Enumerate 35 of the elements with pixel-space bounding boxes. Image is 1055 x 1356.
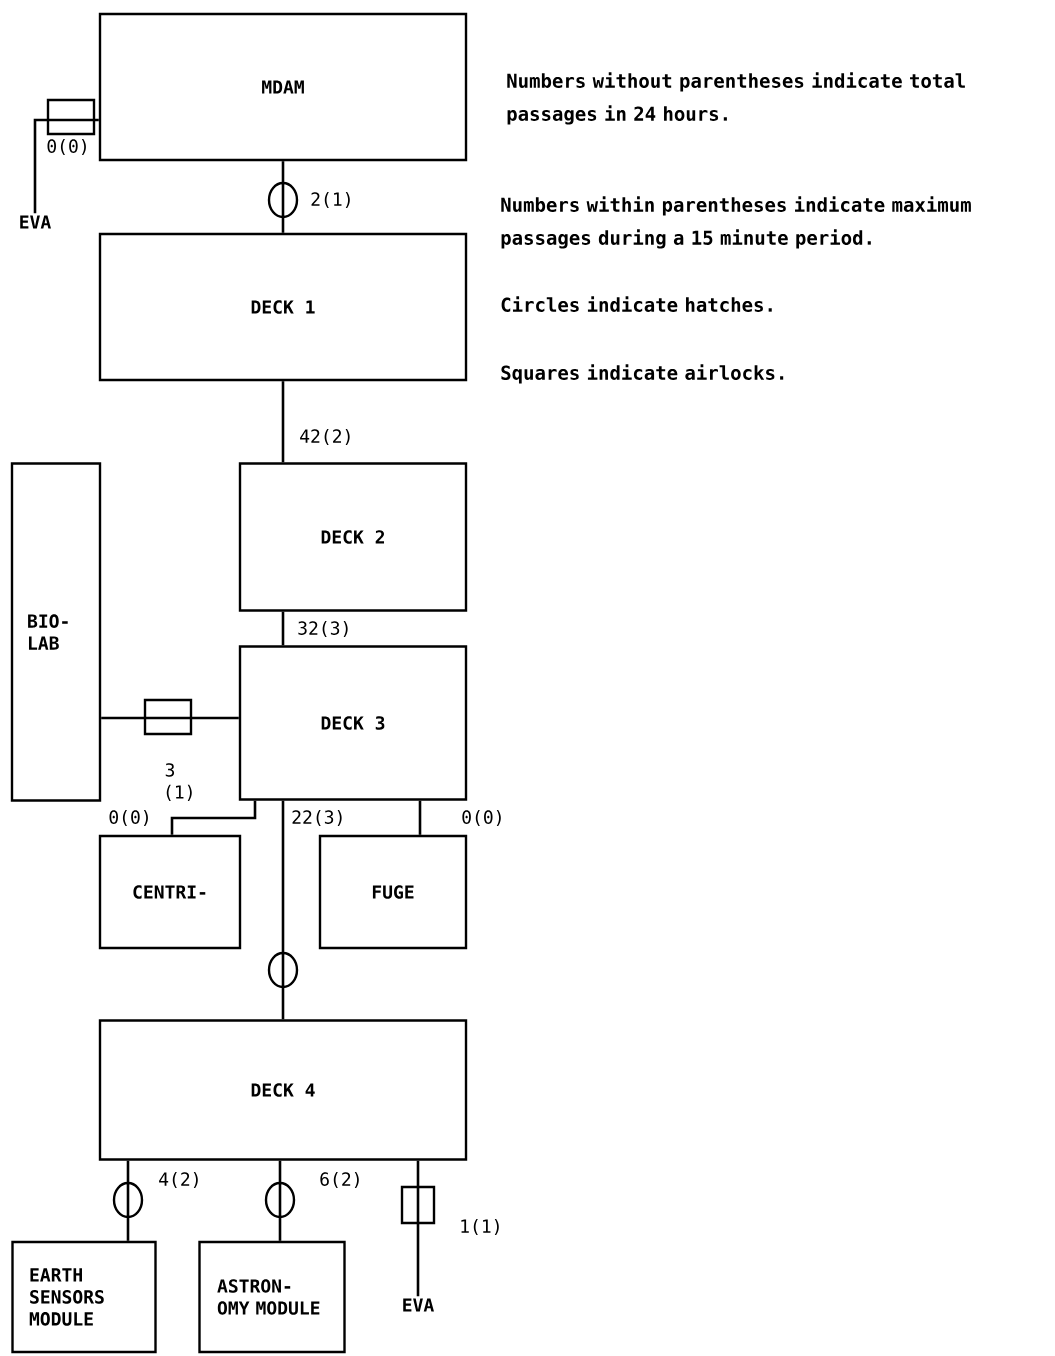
module-box: DECK 3 [238, 645, 468, 801]
note-text: Numbers within parentheses indicate maximum passages during a 15 minute period. [501, 196, 971, 249]
note-text: Circles indicate hatches. [501, 296, 772, 312]
module-box: MDAM [98, 12, 468, 162]
module-box: FUGE [318, 834, 468, 950]
edge-label: 0(0) [462, 810, 501, 827]
edge-label: 0(0) [47, 139, 86, 155]
module-box: DECK 2 [238, 462, 468, 612]
edge-label: 2(1) [311, 192, 350, 208]
module-box: CENTRI- [98, 834, 242, 950]
module-box: DECK 4 [98, 1019, 468, 1161]
terminal-label: EVA [20, 215, 51, 229]
module-box: ASTRON- OMY MODULE [198, 1240, 346, 1354]
edge-label: 3 (1) [165, 763, 192, 801]
edge-label: 4(2) [159, 1172, 198, 1189]
edge-label: 42(2) [300, 429, 350, 445]
connector-line [101, 716, 239, 720]
edge-label: 0(0) [109, 810, 148, 827]
connector-line [281, 611, 285, 646]
connector-line [281, 800, 285, 1020]
edge-label: 32(3) [298, 621, 348, 637]
edge-label: 6(2) [320, 1172, 359, 1189]
module-box: BIO- LAB [10, 462, 102, 802]
note-text: Numbers without parentheses indicate total passages in 24 hours. [507, 72, 965, 125]
connector-line [170, 800, 257, 835]
edge-label: 22(3) [292, 810, 342, 827]
connector-line [281, 381, 285, 463]
connector-line [418, 800, 422, 835]
terminal-label: EVA [403, 1298, 434, 1312]
module-box: EARTH SENSORS MODULE [11, 1240, 157, 1354]
module-box: DECK 1 [98, 232, 468, 382]
edge-label: 1(1) [461, 1219, 499, 1236]
connector-line [33, 118, 99, 214]
note-text: Squares indicate airlocks. [501, 364, 784, 384]
connector-line [416, 1160, 420, 1297]
